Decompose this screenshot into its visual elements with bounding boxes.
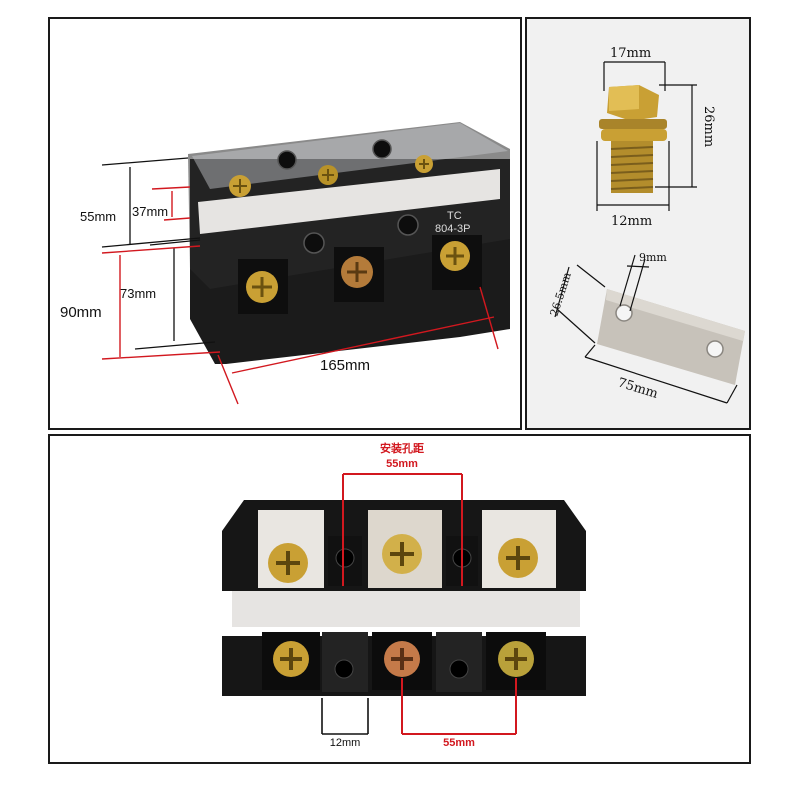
accessories-illustration: 17mm 26mm 12mm 9mm 26.5mm 75mm xyxy=(547,46,745,404)
plate-width-label: 26.5mm xyxy=(547,270,574,318)
front-view-illustration: 安装孔距 55mm 12mm 55mm xyxy=(222,441,586,749)
plate-hole-label: 9mm xyxy=(639,251,667,264)
front-label-strip xyxy=(232,591,580,627)
gap-bracket xyxy=(321,698,369,735)
terminal-block-photo-panel: TC 804-3P 55mm 37mm 90mm 73mm 165mm xyxy=(48,17,522,430)
terminal-block-illustration: TC 804-3P 55mm 37mm 90mm 73mm 165mm xyxy=(60,122,510,405)
screw-height-label: 26mm xyxy=(701,106,716,147)
dim-90mm-label: 90mm xyxy=(60,304,102,321)
housing-model-line1: TC xyxy=(447,210,462,222)
screw-dimension-lines xyxy=(596,61,697,211)
mounting-pitch-top-label: 55mm xyxy=(386,458,418,470)
top-pitch-bracket xyxy=(342,473,463,586)
mounting-pitch-title: 安装孔距 xyxy=(380,441,424,455)
gap-12mm-label: 12mm xyxy=(330,737,361,749)
housing-model-line2: 804-3P xyxy=(435,223,470,235)
red-dimension-lines xyxy=(101,186,499,405)
front-top-housing xyxy=(222,500,586,591)
busbar-plate-image xyxy=(597,289,745,385)
pitch-bottom-label: 55mm xyxy=(443,737,475,749)
dim-165mm-label: 165mm xyxy=(320,357,370,374)
accessories-photo-panel: 17mm 26mm 12mm 9mm 26.5mm 75mm xyxy=(525,17,751,430)
dim-37mm-label: 37mm xyxy=(132,204,168,219)
screw-thread-label: 12mm xyxy=(611,214,652,229)
dim-73mm-label: 73mm xyxy=(120,286,156,301)
front-view-panel: 安装孔距 55mm 12mm 55mm xyxy=(48,434,751,764)
front-bottom-housing xyxy=(222,632,586,696)
plate-dimension-lines xyxy=(554,254,738,404)
black-dimension-lines xyxy=(101,157,216,350)
screw-width-label: 17mm xyxy=(610,46,651,61)
screw-image xyxy=(599,85,667,193)
dim-55mm-label: 55mm xyxy=(80,209,116,224)
bottom-pitch-bracket xyxy=(401,678,517,735)
